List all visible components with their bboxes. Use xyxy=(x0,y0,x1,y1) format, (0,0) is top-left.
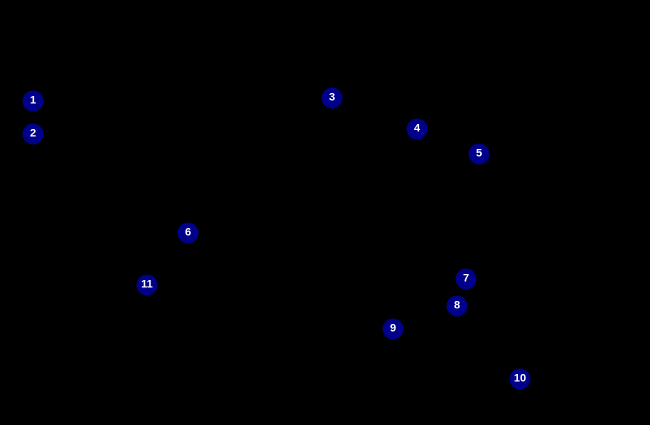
som-marker-label: 9 xyxy=(389,322,397,335)
som-marker-label: 6 xyxy=(184,226,192,239)
som-marker-7[interactable]: 7 xyxy=(455,268,477,290)
som-marker-label: 2 xyxy=(29,127,37,140)
som-marker-label: 1 xyxy=(29,94,37,107)
som-marker-3[interactable]: 3 xyxy=(321,87,343,109)
som-marker-11[interactable]: 11 xyxy=(136,274,158,296)
som-marker-label: 11 xyxy=(141,278,153,291)
som-marker-label: 3 xyxy=(328,91,336,104)
som-marker-label: 7 xyxy=(462,272,470,285)
som-marker-label: 8 xyxy=(453,299,461,312)
som-marker-6[interactable]: 6 xyxy=(177,222,199,244)
som-marker-8[interactable]: 8 xyxy=(446,295,468,317)
som-marker-2[interactable]: 2 xyxy=(22,123,44,145)
som-marker-1[interactable]: 1 xyxy=(22,90,44,112)
som-marker-4[interactable]: 4 xyxy=(406,118,428,140)
som-marker-5[interactable]: 5 xyxy=(468,143,490,165)
som-marker-9[interactable]: 9 xyxy=(382,318,404,340)
som-marker-10[interactable]: 10 xyxy=(509,368,531,390)
som-marker-label: 10 xyxy=(513,372,527,385)
som-marker-label: 5 xyxy=(475,147,483,160)
som-marker-label: 4 xyxy=(413,122,421,135)
